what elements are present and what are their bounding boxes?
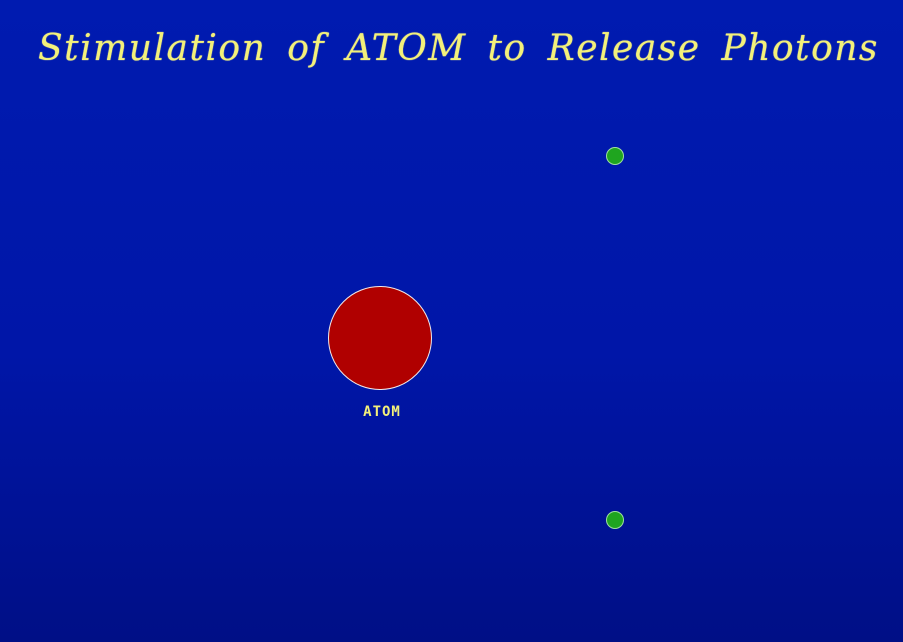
atom-circle [328,286,432,390]
photon-dot-top [606,147,624,165]
photon-dot-bottom [606,511,624,529]
diagram-title: Stimulation of ATOM to Release Photons [38,28,879,69]
atom-label: ATOM [363,404,401,420]
